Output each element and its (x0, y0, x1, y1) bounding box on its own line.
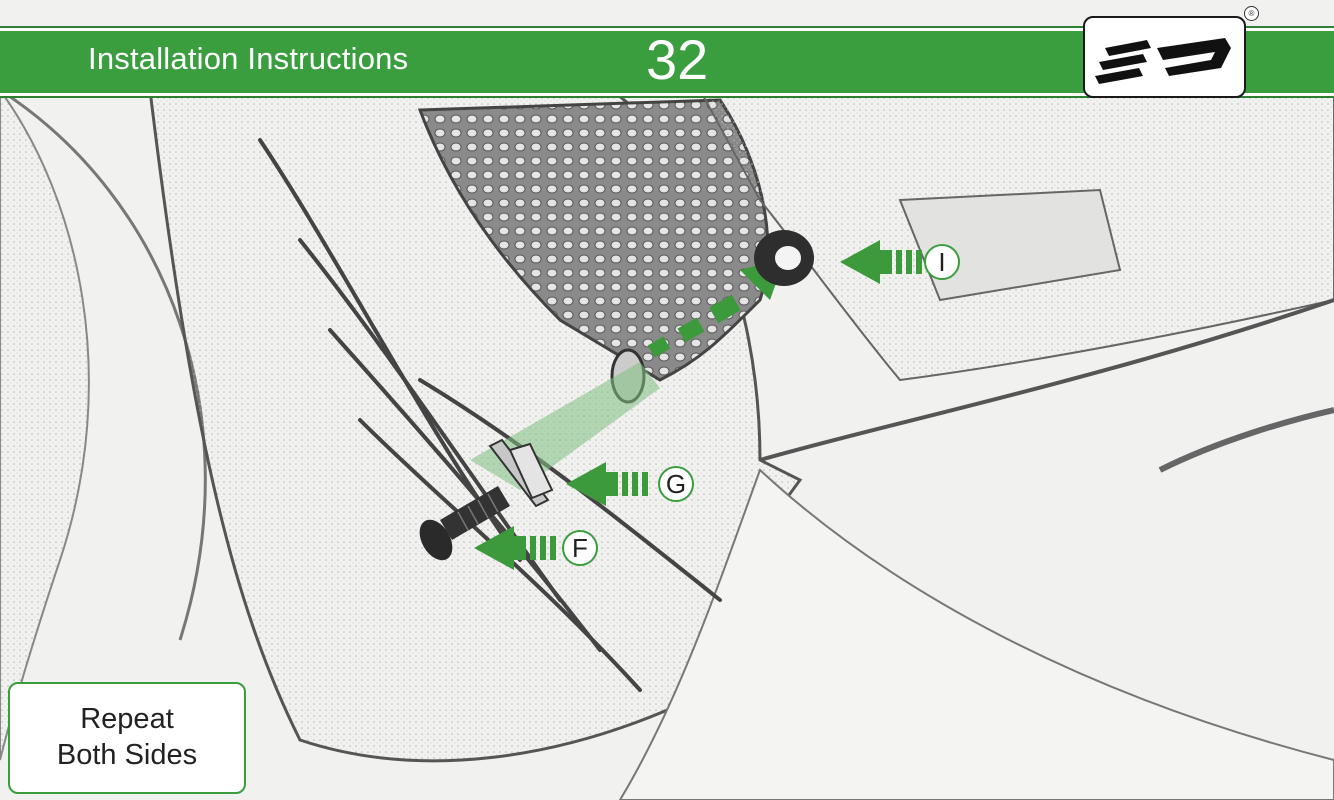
callout-f: F (562, 530, 598, 566)
repeat-note-box: Repeat Both Sides (8, 682, 246, 794)
repeat-note-line2: Both Sides (10, 737, 244, 773)
registered-mark: ® (1244, 6, 1259, 21)
brand-logo (1083, 16, 1246, 98)
step-number: 32 (646, 25, 708, 95)
repeat-note-line1: Repeat (10, 701, 244, 737)
ep-logo-icon (1085, 18, 1244, 96)
page-title: Installation Instructions (88, 41, 408, 77)
grommet-part-i (754, 230, 814, 286)
callout-i: I (924, 244, 960, 280)
callout-g: G (658, 466, 694, 502)
